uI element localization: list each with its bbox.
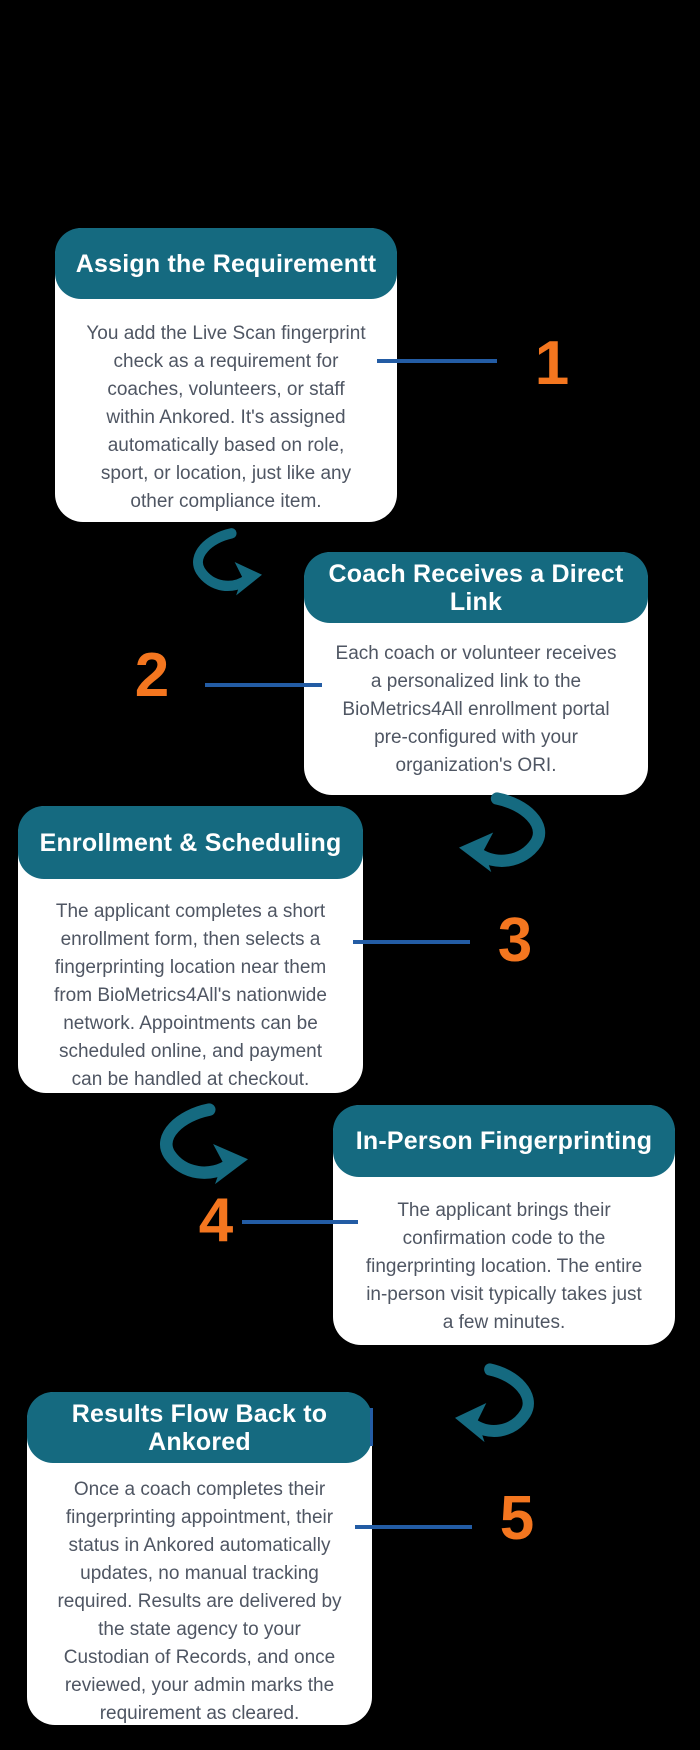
curved-arrow-icon-2-3 [459, 791, 554, 874]
step-4-header: In-Person Fingerprinting [333, 1105, 675, 1177]
curved-arrow-icon-4-5 [455, 1362, 542, 1444]
connector-line-3 [353, 940, 470, 944]
step-card-1: Assign the Requirementt You add the Live… [55, 228, 397, 522]
step-2-body: Each coach or volunteer receives a perso… [335, 643, 617, 776]
step-3-body: The applicant completes a short enrollme… [54, 901, 327, 1090]
step-5-title: Results Flow Back to Ankored [71, 1399, 328, 1456]
step-3-header: Enrollment & Scheduling [18, 806, 363, 879]
step-5-header: Results Flow Back to Ankored [27, 1392, 372, 1463]
connector-vline-5 [370, 1408, 373, 1446]
step-2-header: Coach Receives a Direct Link [304, 552, 648, 623]
step-1-header: Assign the Requirementt [55, 228, 397, 299]
step-3-title: Enrollment & Scheduling [39, 828, 342, 857]
step-card-4: In-Person Fingerprinting The applicant b… [333, 1105, 675, 1345]
curved-arrow-icon-1-2 [186, 527, 262, 597]
step-1-title: Assign the Requirementt [75, 249, 377, 278]
step-number-5: 5 [499, 1484, 535, 1553]
connector-line-5 [355, 1525, 472, 1529]
step-1-body: You add the Live Scan fingerprint check … [86, 323, 366, 512]
step-number-4: 4 [198, 1186, 234, 1255]
step-4-title: In-Person Fingerprinting [355, 1127, 653, 1155]
step-number-1: 1 [534, 329, 570, 398]
step-2-title: Coach Receives a Direct Link [328, 559, 624, 616]
curved-arrow-icon-3-4 [151, 1102, 248, 1186]
connector-line-4 [242, 1220, 358, 1224]
step-card-3: Enrollment & Scheduling The applicant co… [18, 806, 363, 1093]
step-card-5: Results Flow Back to Ankored Once a coac… [27, 1392, 372, 1725]
step-number-3: 3 [497, 906, 533, 975]
step-card-2: Coach Receives a Direct Link Each coach … [304, 552, 648, 795]
step-4-body: The applicant brings their confirmation … [365, 1200, 643, 1333]
step-5-body: Once a coach completes their fingerprint… [57, 1479, 342, 1724]
step-number-2: 2 [134, 641, 170, 710]
connector-line-1 [377, 359, 497, 363]
connector-line-2 [205, 683, 322, 687]
